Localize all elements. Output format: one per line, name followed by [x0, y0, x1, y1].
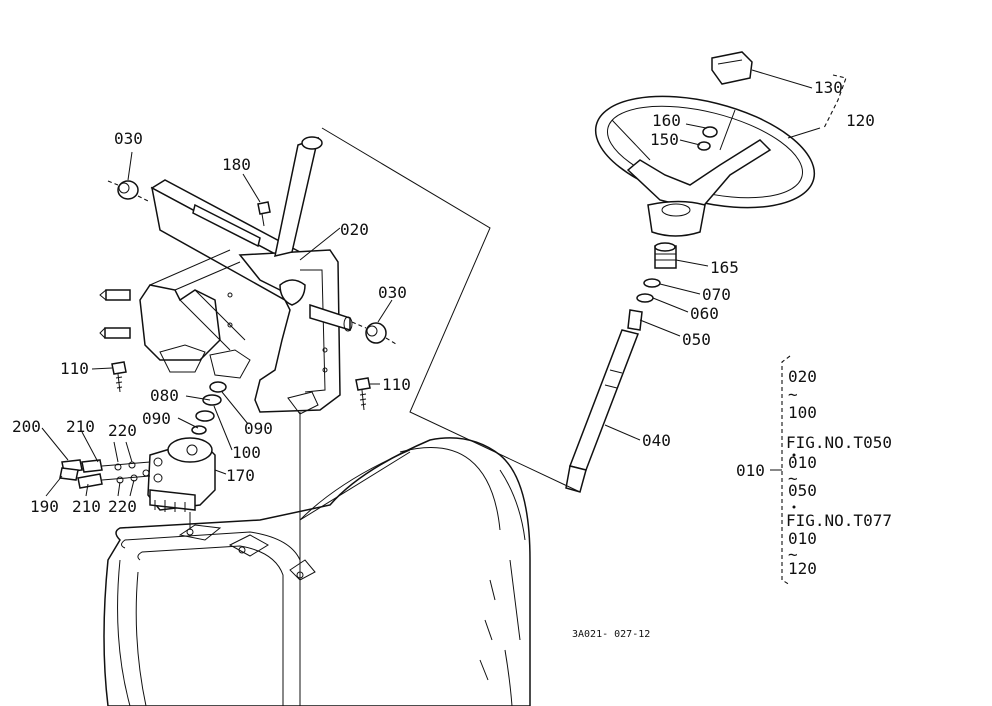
label-110-left: 110: [60, 359, 89, 378]
bolt-110-right: [355, 377, 371, 411]
group-line-10: ~: [788, 545, 798, 564]
group-line-1: 020: [788, 367, 817, 386]
label-050: 050: [682, 330, 711, 349]
label-210-bottom: 210: [72, 497, 101, 516]
label-080: 080: [150, 386, 179, 405]
transmission-housing: [103, 437, 531, 706]
assembly-group-label: 010: [736, 461, 765, 480]
bolt-110-left: [111, 361, 127, 393]
label-210-top: 210: [66, 417, 95, 436]
washer-stack: [191, 381, 227, 435]
bushing-030-right: [351, 321, 397, 345]
label-180: 180: [222, 155, 251, 174]
leader-lines: [41, 69, 847, 578]
label-165: 165: [710, 258, 739, 277]
label-190: 190: [30, 497, 59, 516]
label-090-left: 090: [142, 409, 171, 428]
steering-shaft-040: [565, 242, 677, 493]
power-steering-unit-170: [147, 437, 216, 530]
label-030-left: 030: [114, 129, 143, 148]
label-030-right: 030: [378, 283, 407, 302]
label-060: 060: [690, 304, 719, 323]
label-120: 120: [846, 111, 875, 130]
label-160: 160: [652, 111, 681, 130]
fittings: [59, 459, 151, 489]
bushing-030-left: [107, 180, 151, 203]
label-220-bottom: 220: [108, 497, 137, 516]
drawing-code: 3A021- 027-12: [572, 629, 650, 640]
label-070: 070: [702, 285, 731, 304]
label-220-top: 220: [108, 421, 137, 440]
assembly-group-bracket: [770, 355, 796, 586]
label-170: 170: [226, 466, 255, 485]
label-150: 150: [650, 130, 679, 149]
group-line-4: FIG.NO.T050: [786, 433, 892, 452]
label-200: 200: [12, 417, 41, 436]
part-labels: 130 120 160 150 165 070 060 050 040 030 …: [12, 78, 875, 516]
group-line-3: 100: [788, 403, 817, 422]
assembly-group-list: 010 020 ~ 100 FIG.NO.T050 010 ~ 050 FIG.…: [736, 367, 892, 578]
group-line-9: 010: [788, 529, 817, 548]
bolt-180: [257, 201, 271, 227]
group-line-5: 010: [788, 453, 817, 472]
label-130: 130: [814, 78, 843, 97]
label-100: 100: [232, 443, 261, 462]
label-040: 040: [642, 431, 671, 450]
group-line-6: ~: [788, 469, 798, 488]
steering-column-support: [99, 136, 353, 415]
group-line-7: 050: [788, 481, 817, 500]
label-110-right: 110: [382, 375, 411, 394]
label-090-right: 090: [244, 419, 273, 438]
group-line-2: ~: [788, 385, 798, 404]
steering-wheel-120: [594, 51, 816, 237]
label-020: 020: [340, 220, 369, 239]
group-line-11: 120: [788, 559, 817, 578]
group-line-8: FIG.NO.T077: [786, 511, 892, 530]
